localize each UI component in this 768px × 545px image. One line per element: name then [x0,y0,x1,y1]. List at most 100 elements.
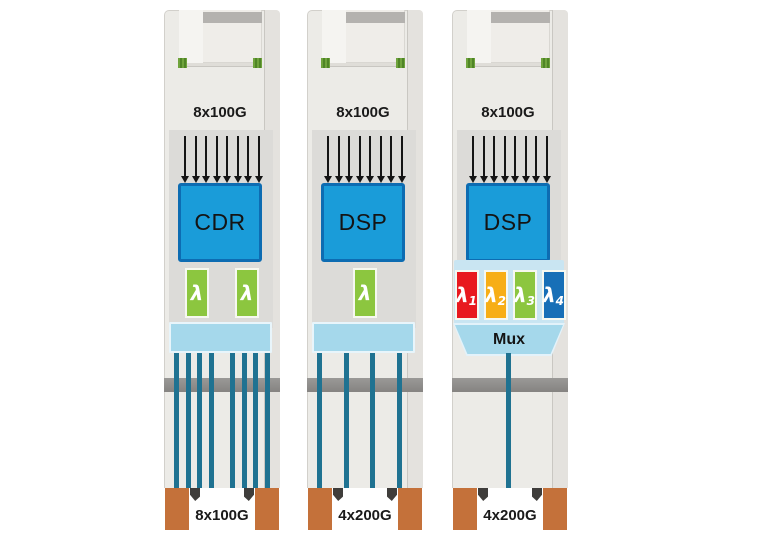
cap-latch-column [179,10,203,63]
cap-band [203,12,262,23]
chip-label: CDR [194,209,246,235]
contact-pad-icon [253,58,262,68]
fiber-zone [164,353,280,488]
input-rate-label: 8x100G [481,104,535,121]
arrow [181,136,189,183]
latch-notch-icon [333,488,343,501]
arrow [366,136,375,183]
fiber [197,353,203,488]
cap-seam [179,63,262,67]
latch-notch-icon [478,488,488,501]
module-dsp-4x200g: 8x100G DSP λ 4x200G [307,10,423,530]
lambda-symbol: λ [543,283,556,307]
optical-coupler-bar [312,322,415,353]
connector-foot [165,488,189,530]
contact-pad-icon [178,58,187,68]
fiber-zone [452,353,568,488]
cap-seam [322,63,405,67]
latch-notch-icon [532,488,542,501]
output-fibers [506,353,511,488]
lambda-symbol: λ [456,283,469,307]
lambda-symbol: λ [485,283,498,307]
input-lane-arrows [181,136,263,183]
lambda-symbol: λ [240,281,254,305]
arrow [334,136,343,183]
arrow [212,136,221,183]
fiber [209,353,215,488]
arrow [479,136,488,183]
cap-latch-column [467,10,491,63]
latch-notch-icon [190,488,200,501]
output-fibers [174,353,270,488]
mux-combiner: Mux [453,323,565,356]
fiber [241,353,247,488]
arrow [244,136,253,183]
cap-latch-column [322,10,346,63]
input-rate-label: 8x100G [193,104,247,121]
output-rate-label: 4x200G [483,507,537,524]
lambda-laser: λ [185,268,209,318]
fiber [229,353,235,488]
output-fibers [317,353,402,488]
contact-pad-icon [321,58,330,68]
optical-coupler-bar [169,322,272,353]
connector-foot [255,488,279,530]
arrow [521,136,530,183]
dsp-chip: DSP [466,183,550,262]
lambda-subscript: 1 [468,294,478,308]
output-rate-label: 8x100G [195,507,249,524]
lambda-symbol: λ [358,281,372,305]
fiber [506,353,511,488]
arrow [202,136,211,183]
arrow [532,136,541,183]
fiber [174,353,179,488]
latch-notch-icon [244,488,254,501]
lambda-subscript: 2 [497,294,507,308]
arrow [324,136,332,183]
arrow [191,136,200,183]
arrow [500,136,509,183]
input-lane-arrows [469,136,551,183]
connector-foot [398,488,422,530]
mid-band [164,378,280,392]
lambda-subscript: 4 [555,294,565,308]
arrow [254,136,263,183]
chip-label: DSP [338,209,388,235]
cap-seam [467,63,550,67]
arrow [233,136,242,183]
input-lane-arrows [324,136,406,183]
lambda-laser: λ [235,268,259,318]
fiber [253,353,259,488]
connector-foot [543,488,567,530]
fiber [185,353,191,488]
latch-notch-icon [387,488,397,501]
connector-foot [453,488,477,530]
fiber [370,353,376,488]
lambda-laser: λ [353,268,377,318]
lambda-subscript: 3 [526,294,536,308]
arrow [397,136,406,183]
cap-band [491,12,550,23]
fiber [317,353,322,488]
arrow [376,136,385,183]
lambda-symbol: λ [514,283,527,307]
fiber-zone [307,353,423,488]
arrow [387,136,396,183]
mid-band [307,378,423,392]
arrow [490,136,499,183]
lambda-symbol: λ [190,281,204,305]
contact-pad-icon [541,58,550,68]
contact-pad-icon [396,58,405,68]
connector-foot [308,488,332,530]
laser-row: λ λ [164,268,280,318]
output-rate-label: 4x200G [338,507,392,524]
dsp-chip: DSP [321,183,405,262]
mux-label: Mux [493,330,525,348]
